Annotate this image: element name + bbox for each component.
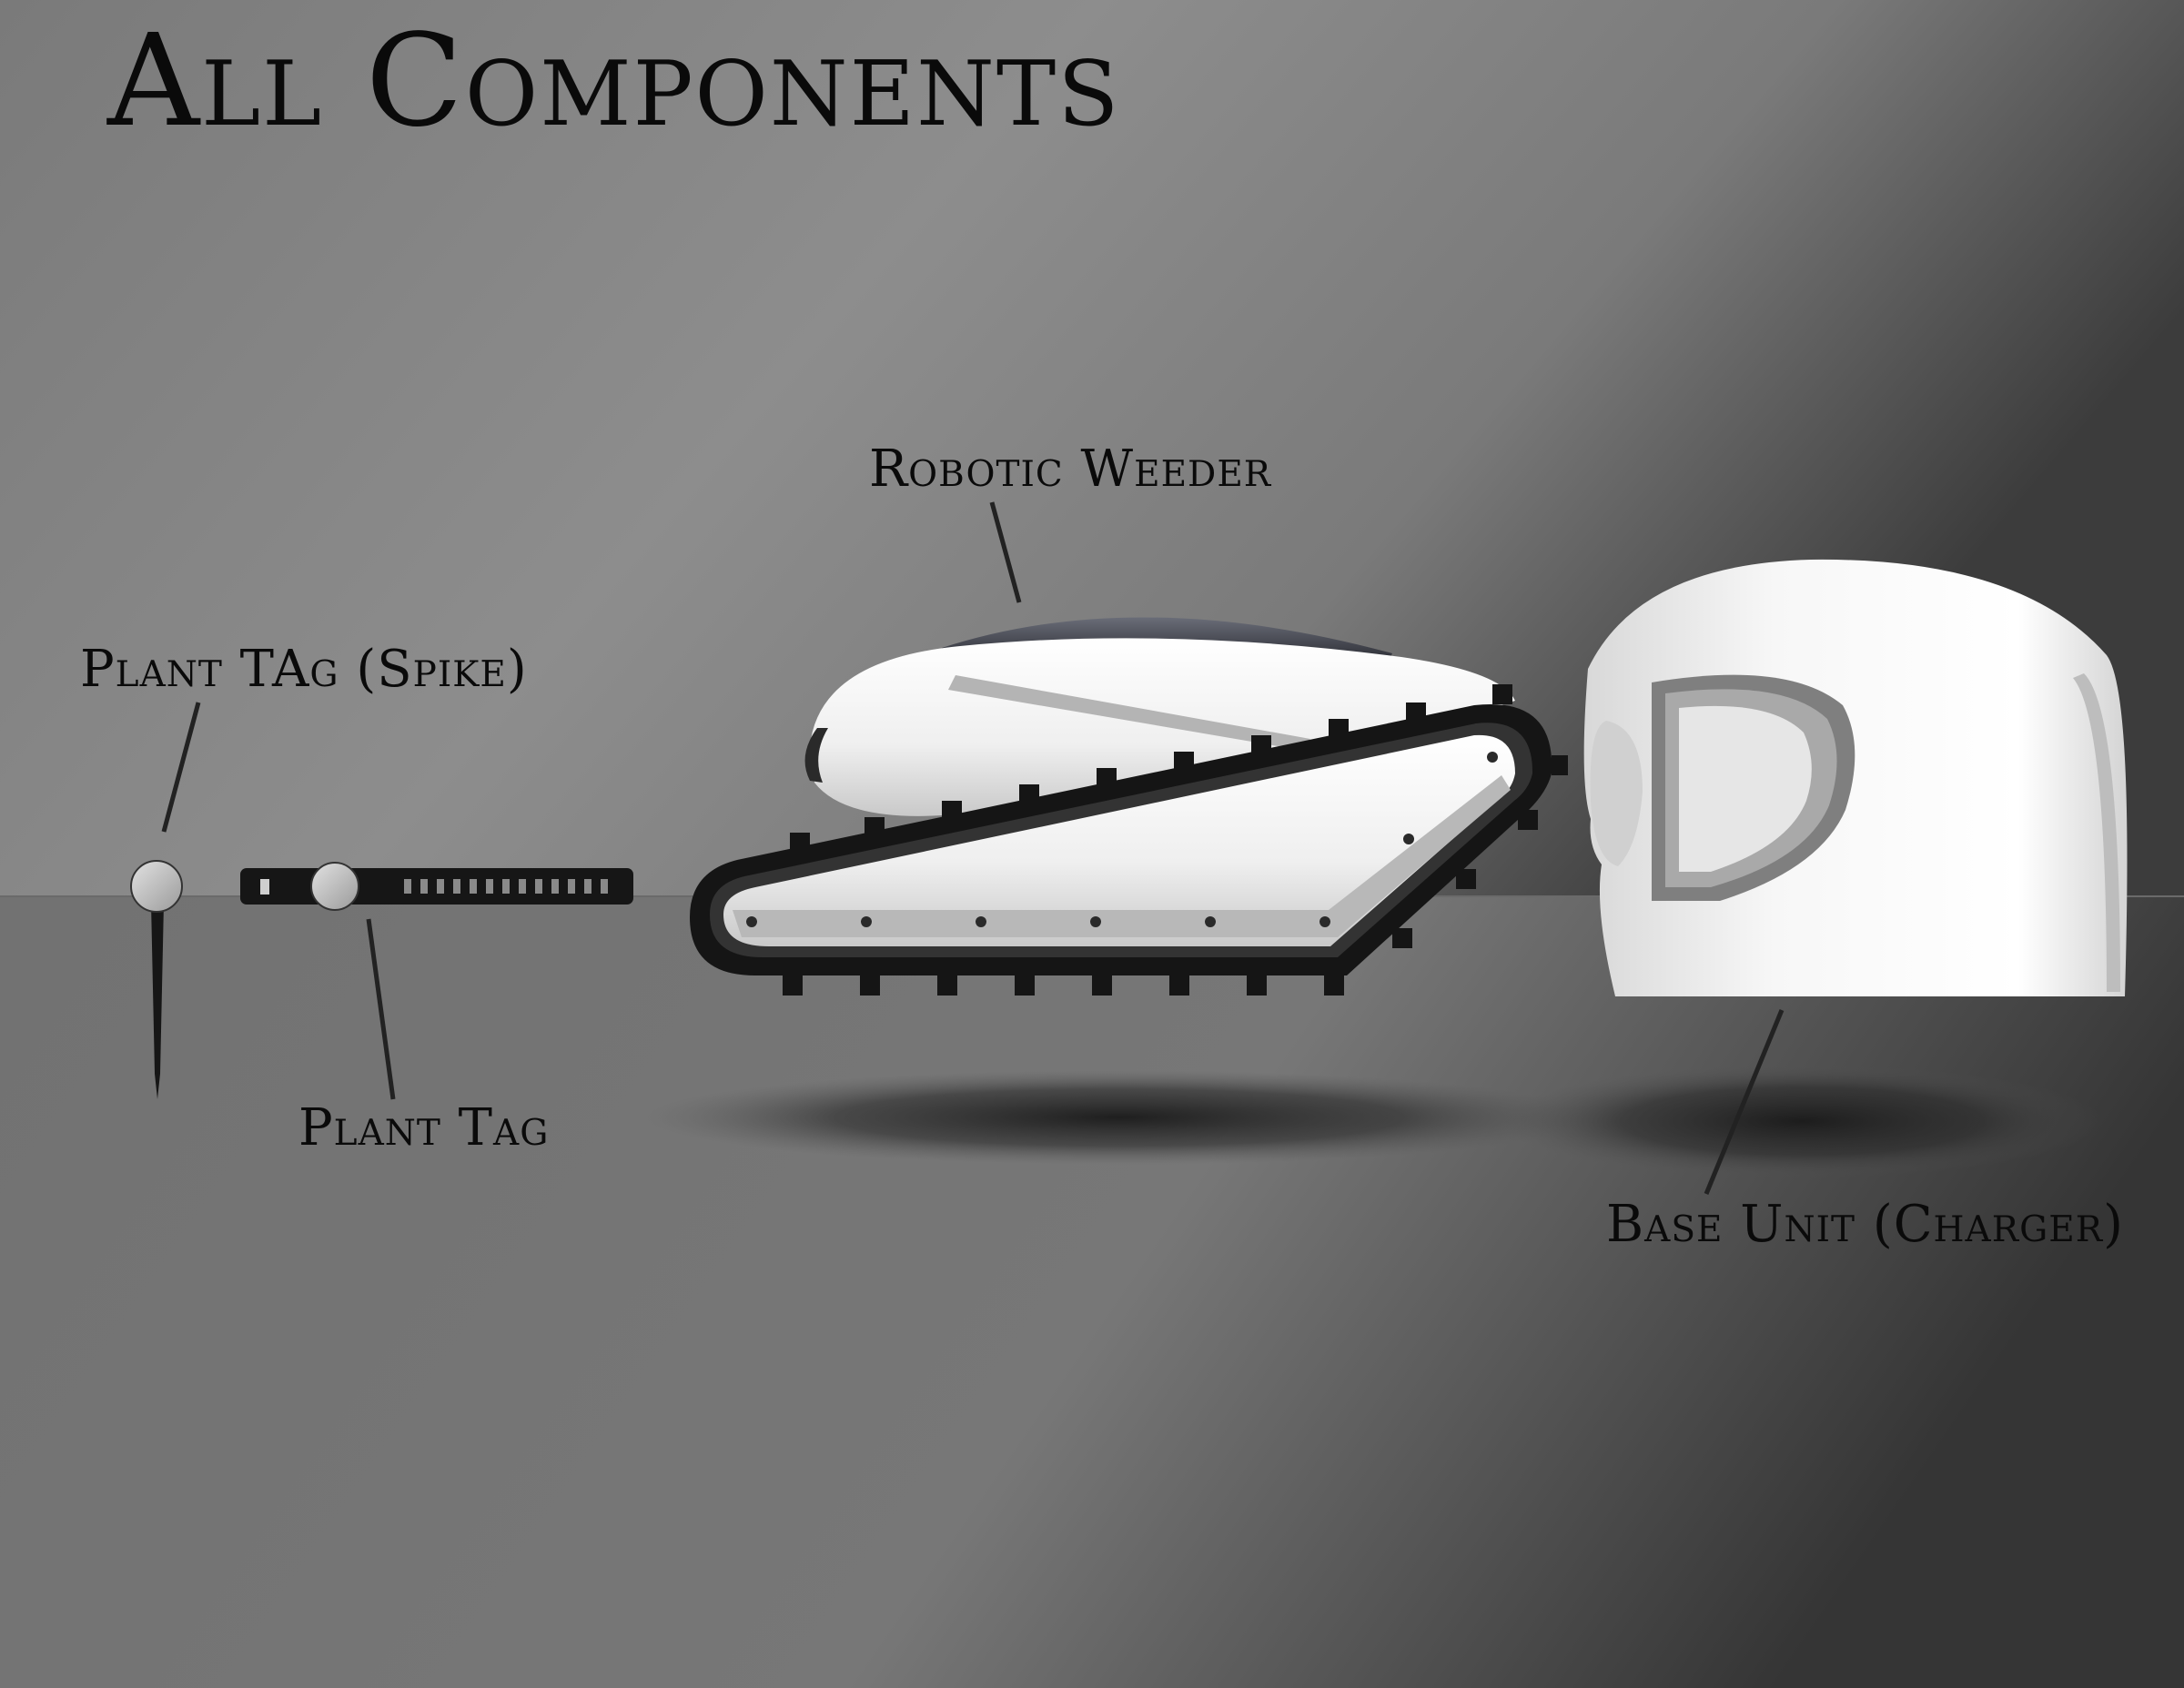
tag-buckle-slot bbox=[260, 879, 269, 895]
leader-plant-tag bbox=[366, 918, 396, 1100]
weeder-side-rail bbox=[733, 775, 1511, 937]
spike-pin bbox=[151, 903, 164, 1099]
leader-robotic-weeder bbox=[989, 501, 1022, 603]
tag-holes bbox=[404, 879, 608, 894]
plant-tag-spike bbox=[130, 860, 183, 1099]
label-robotic-weeder: Robotic Weeder bbox=[869, 440, 1272, 499]
weeder-side-panel bbox=[723, 734, 1515, 946]
plant-tag bbox=[240, 862, 633, 911]
label-base-unit: Base Unit (Charger) bbox=[1606, 1195, 2124, 1254]
spike-cap bbox=[130, 860, 183, 913]
base-floor-shadow bbox=[1502, 1065, 2102, 1178]
page-title: All Components bbox=[107, 7, 1121, 156]
backdrop-floor bbox=[0, 896, 2184, 1688]
base-front-panel bbox=[1679, 705, 1812, 872]
base-dock-recess bbox=[1590, 721, 1643, 866]
weeder-bolts bbox=[746, 752, 1498, 927]
label-plant-tag: Plant Tag bbox=[298, 1098, 550, 1157]
weeder-nose bbox=[804, 728, 828, 783]
base-edge-highlight bbox=[2073, 673, 2120, 992]
label-plant-tag-spike: Plant TAg (Spike) bbox=[80, 640, 528, 699]
leader-base-unit bbox=[1704, 1009, 1785, 1195]
leader-plant-tag-spike bbox=[161, 702, 201, 833]
base-unit bbox=[1583, 559, 2128, 996]
weeder-shell-stripe bbox=[948, 675, 1310, 750]
tag-cap bbox=[310, 862, 359, 911]
weeder-floor-shadow bbox=[646, 1070, 1592, 1165]
robotic-weeder bbox=[690, 617, 1568, 996]
weeder-track-treads bbox=[783, 684, 1568, 996]
